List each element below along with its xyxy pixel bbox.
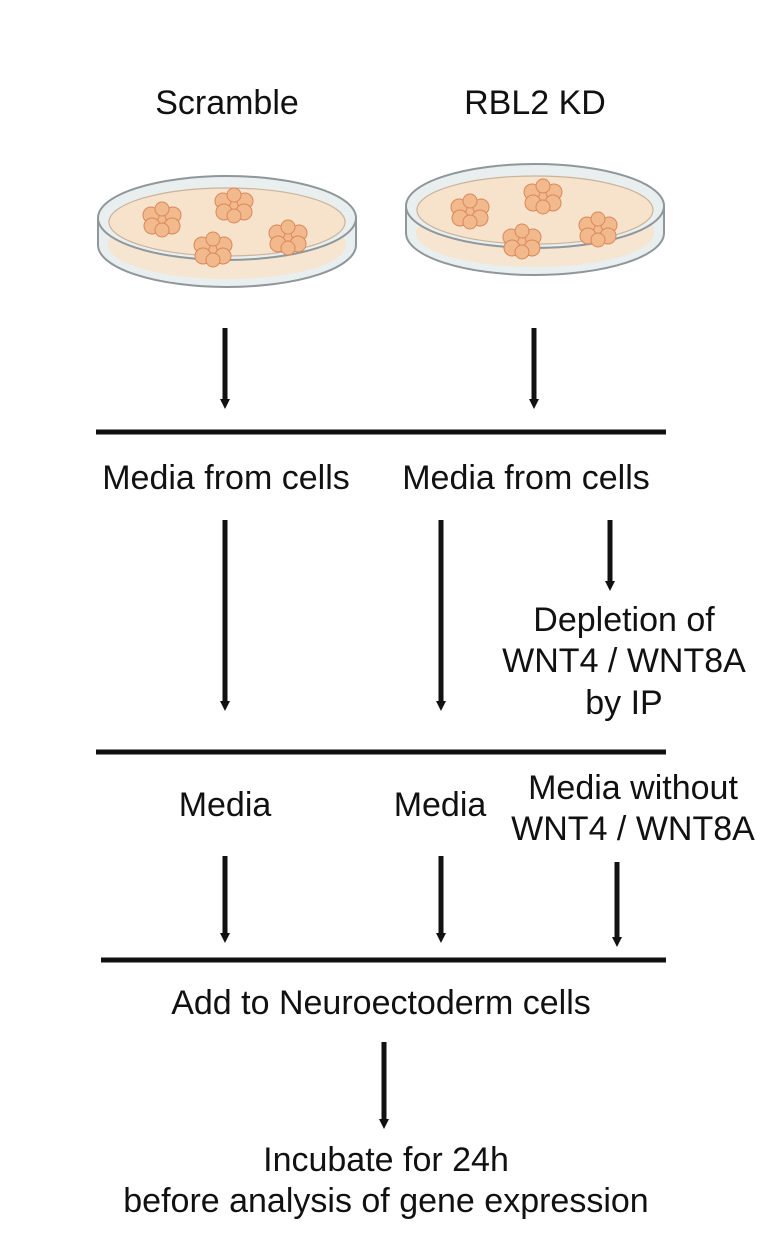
- media-without-label: Media without WNT4 / WNT8A: [500, 768, 766, 851]
- depletion-label: Depletion of WNT4 / WNT8A by IP: [486, 600, 762, 724]
- cell-colony: [450, 193, 490, 230]
- cell-colony: [523, 178, 563, 215]
- add-to-neuroectoderm-label: Add to Neuroectoderm cells: [171, 984, 591, 1022]
- incubate-line-2: before analysis of gene expression: [123, 1182, 649, 1221]
- cell-colony: [268, 219, 308, 256]
- kd-media-from-cells: Media from cells: [402, 459, 650, 497]
- incubate-label: Incubate for 24h before analysis of gene…: [66, 1140, 706, 1223]
- scramble-petri-dish: [97, 175, 357, 288]
- media-without-line-1: Media without: [528, 769, 738, 807]
- cell-colony: [214, 187, 254, 224]
- media-without-line-2: WNT4 / WNT8A: [511, 810, 755, 849]
- rbl2-kd-label: RBL2 KD: [464, 84, 606, 122]
- depletion-line-2: WNT4 / WNT8A: [502, 642, 746, 681]
- incubate-line-1: Incubate for 24h: [263, 1141, 509, 1179]
- rbl2-kd-petri-dish: [405, 163, 665, 276]
- cell-colony: [578, 211, 618, 248]
- scramble-label: Scramble: [155, 84, 299, 122]
- media-a-label: Media: [178, 786, 272, 824]
- cell-colony: [502, 223, 542, 260]
- depletion-line-3: by IP: [585, 683, 663, 722]
- depletion-line-1: Depletion of: [533, 601, 715, 639]
- media-b-label: Media: [393, 786, 487, 824]
- cell-colony: [193, 231, 233, 268]
- cell-colony: [142, 201, 182, 238]
- scramble-media-from-cells: Media from cells: [102, 459, 350, 497]
